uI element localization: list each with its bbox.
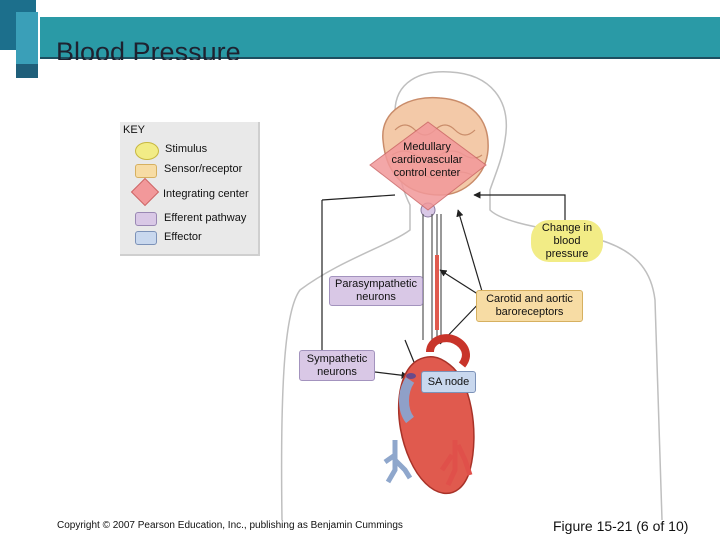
- key-stimulus-label: Stimulus: [165, 143, 208, 155]
- sympathetic-label: Sympathetic neurons: [306, 352, 368, 378]
- key-integrating-label: Integrating center: [163, 188, 249, 200]
- key-effector-label: Effector: [164, 231, 202, 243]
- efferent-swatch: [135, 212, 157, 226]
- stimulus-label: Change in blood pressure: [541, 221, 593, 260]
- sympathetic-box: Sympathetic neurons: [299, 350, 375, 381]
- arrow-symp-to-sa: [374, 371, 409, 379]
- receptor-label: Carotid and aortic baroreceptors: [486, 293, 573, 318]
- header-rule: [40, 57, 720, 59]
- sa-node-box: SA node: [421, 371, 476, 393]
- figure-caption: Figure 15-21 (6 of 10): [553, 518, 689, 534]
- key-heading: KEY: [123, 124, 146, 136]
- header-decor-block: [16, 64, 38, 78]
- sensor-swatch: [135, 164, 157, 178]
- heart-illustration: [397, 334, 475, 495]
- parasympathetic-label: Parasympathetic neurons: [335, 278, 417, 303]
- effector-swatch: [135, 231, 157, 245]
- stimulus-swatch: [135, 142, 159, 160]
- sa-node-label: SA node: [427, 375, 470, 388]
- copyright-text: Copyright © 2007 Pearson Education, Inc.…: [57, 520, 403, 531]
- stimulus-box: Change in blood pressure: [531, 220, 603, 262]
- integrating-center-label: Medullary cardiovascular control center: [391, 141, 463, 179]
- header-band: [40, 17, 720, 58]
- header-decor-bar: [16, 12, 38, 78]
- vein-illustration: [383, 440, 413, 484]
- parasympathetic-box: Parasympathetic neurons: [329, 276, 423, 306]
- slide-title: Blood Pressure: [56, 37, 241, 60]
- receptor-box: Carotid and aortic baroreceptors: [476, 290, 583, 322]
- integrating-swatch: [130, 177, 160, 207]
- key-sensor-label: Sensor/receptor: [164, 163, 243, 175]
- artery-illustration: [439, 440, 473, 487]
- integrating-center-diamond: [369, 121, 487, 211]
- key-efferent-label: Efferent pathway: [164, 212, 247, 224]
- key-panel: KEY Stimulus Sensor/receptor Integrating…: [120, 122, 260, 256]
